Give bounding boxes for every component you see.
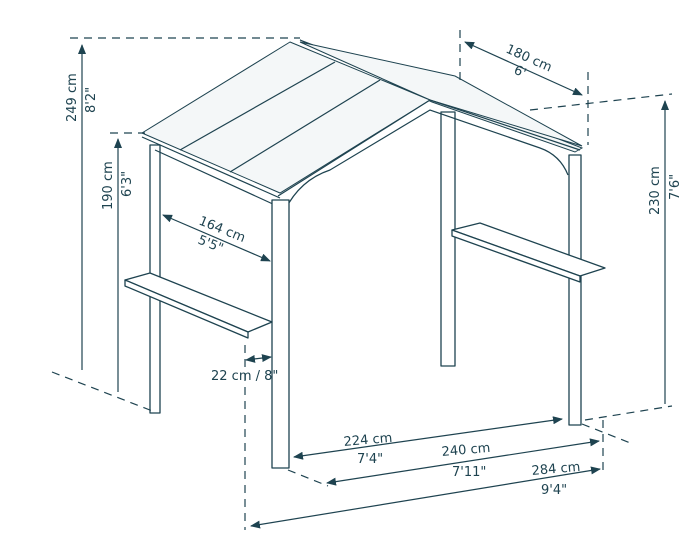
shelf-depth-label: 22 cm / 8" [211,369,278,384]
side-height-cm: 230 cm [648,166,663,215]
left-shelf [124,272,273,333]
depth-ft: 6' [511,63,528,82]
roof-right-panel [299,41,583,147]
post-span-arrow [293,416,563,460]
peak-height-cm: 249 cm [65,73,80,122]
right-shelf [451,222,606,277]
base-width-cm: 240 cm [441,441,491,460]
post-span-cm: 224 cm [343,431,393,450]
right-shelf-edge [451,229,581,283]
overall-width-cm: 284 cm [531,460,581,479]
peak-height-ft: 8'2" [84,87,99,113]
gazebo-structure [124,39,606,469]
dimension-lines [51,30,673,530]
depth-arrow [464,41,583,96]
overall-width-arrow [250,466,601,529]
shelf-depth-arrow [245,354,272,363]
overall-width-ft: 9'4" [541,483,567,498]
side-beam [154,149,276,206]
back-right-post [440,111,456,367]
front-gable-frame [277,99,581,211]
front-left-post [271,199,290,469]
front-eave-beam [141,136,281,199]
front-right-post [568,154,582,426]
roof-rib [179,61,336,151]
shelf-length-arrow [162,214,271,262]
eave-height-cm: 190 cm [101,161,116,210]
eave-height-ft: 6'3" [120,171,135,197]
side-height-ft: 7'6" [668,174,683,200]
roof-left-slope [140,41,432,194]
left-shelf-edge [124,279,249,339]
base-width-ft: 7'11" [452,465,486,480]
post-span-ft: 7'4" [357,452,383,467]
roof-rib [229,79,381,173]
